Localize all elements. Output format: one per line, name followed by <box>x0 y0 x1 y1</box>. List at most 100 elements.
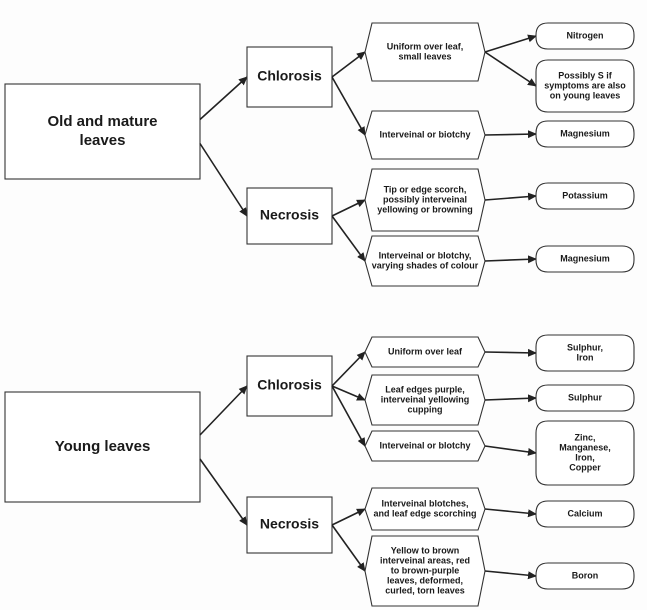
symptom-to-result-arrow <box>484 34 537 53</box>
symptom-label-line: Uniform over leaf <box>388 346 463 356</box>
root-to-branch-arrow <box>199 385 248 436</box>
symptom-label: Uniform over leaf,small leaves <box>387 41 464 61</box>
result-label: Nitrogen <box>567 30 604 40</box>
result-box <box>535 562 635 590</box>
root-label-line: Old and mature <box>47 113 157 130</box>
symptom-to-result-arrow <box>484 570 537 580</box>
root-to-branch-arrow <box>199 76 248 121</box>
symptom-box <box>364 430 486 462</box>
symptom-box <box>364 374 486 426</box>
result-box <box>535 22 635 50</box>
symptom-to-result-arrow <box>484 348 537 357</box>
branch-box <box>246 496 333 554</box>
result-label-line: on young leaves <box>550 90 621 100</box>
result-box <box>535 334 635 372</box>
result-label-line: Possibly S if <box>558 70 613 80</box>
symptom-to-result-arrow <box>484 394 537 403</box>
branch-to-symptom-arrow <box>331 351 366 387</box>
root-label: Young leaves <box>55 438 151 455</box>
result-label-line: Iron <box>577 352 594 362</box>
symptom-label-line: to brown-purple <box>391 565 460 575</box>
symptom-label-line: curled, torn leaves <box>385 585 465 595</box>
root-to-branch-arrow <box>199 143 248 217</box>
symptom-to-result-arrow <box>484 445 537 456</box>
result-box <box>535 420 635 486</box>
result-label: Zinc,Manganese,Iron,Copper <box>559 432 611 472</box>
symptom-label: Interveinal blotches,and leaf edge scorc… <box>373 498 476 518</box>
result-box <box>535 245 635 273</box>
branch-to-symptom-arrow <box>331 524 366 572</box>
symptom-label-line: cupping <box>408 404 443 414</box>
branch-label: Necrosis <box>260 516 319 532</box>
symptom-box <box>364 110 486 160</box>
symptom-label: Interveinal or blotchy <box>379 440 470 450</box>
result-label-line: Magnesium <box>560 253 610 263</box>
result-label-line: Potassium <box>562 190 608 200</box>
result-label: Magnesium <box>560 128 610 138</box>
result-label-line: Nitrogen <box>567 30 604 40</box>
symptom-label-line: varying shades of colour <box>372 260 479 270</box>
result-box <box>535 384 635 412</box>
result-label-line: Manganese, <box>559 442 611 452</box>
result-box <box>535 500 635 528</box>
symptom-label-line: Leaf edges purple, <box>385 384 465 394</box>
result-box <box>535 120 635 148</box>
branch-box <box>246 355 333 417</box>
result-label: Potassium <box>562 190 608 200</box>
branch-label: Chlorosis <box>257 377 322 393</box>
result-label: Magnesium <box>560 253 610 263</box>
result-label-line: Sulphur, <box>567 342 603 352</box>
branch-to-symptom-arrow <box>331 508 366 526</box>
root-box <box>4 83 201 180</box>
result-label-line: Boron <box>572 570 599 580</box>
symptom-label: Interveinal or blotchy,varying shades of… <box>372 250 479 270</box>
symptom-to-result-arrow <box>484 255 537 264</box>
result-label-line: Zinc, <box>574 432 595 442</box>
result-label-line: Magnesium <box>560 128 610 138</box>
symptom-label-line: leaves, deformed, <box>387 575 463 585</box>
symptom-to-result-arrow <box>484 508 537 518</box>
branch-to-symptom-arrow <box>331 385 366 401</box>
branch-label: Necrosis <box>260 207 319 223</box>
symptom-label-line: interveinal yellowing <box>381 394 470 404</box>
symptom-to-result-arrow <box>484 51 537 87</box>
result-label-line: Copper <box>569 462 601 472</box>
result-label-line: symptoms are also <box>544 80 626 90</box>
symptom-box <box>364 22 486 82</box>
symptom-label-line: Interveinal blotches, <box>381 498 468 508</box>
symptom-to-result-arrow <box>484 192 537 201</box>
result-label-line: Iron, <box>575 452 595 462</box>
result-label-line: Sulphur <box>568 392 602 402</box>
result-label: Boron <box>572 570 599 580</box>
root-label: Old and mature leaves <box>47 113 157 149</box>
symptom-label-line: small leaves <box>398 51 451 61</box>
symptom-box <box>364 235 486 287</box>
symptom-label: Interveinal or biotchy <box>379 129 470 139</box>
symptom-label-line: yellowing or browning <box>377 204 473 214</box>
result-label: Sulphur,Iron <box>567 342 603 362</box>
result-label-line: Calcium <box>567 508 602 518</box>
result-box <box>535 59 635 113</box>
symptom-label-line: Tip or edge scorch, <box>384 184 467 194</box>
symptom-to-result-arrow <box>484 130 537 139</box>
symptom-label-line: Interveinal or biotchy <box>379 129 470 139</box>
branch-label: Chlorosis <box>257 68 322 84</box>
symptom-label-line: and leaf edge scorching <box>373 508 476 518</box>
root-label-line: leaves <box>80 132 126 149</box>
symptom-label-line: Interveinal or blotchy <box>379 440 470 450</box>
symptom-box <box>364 487 486 531</box>
branch-to-symptom-arrow <box>331 199 366 217</box>
result-label: Sulphur <box>568 392 602 402</box>
branch-to-symptom-arrow <box>331 385 366 447</box>
result-label: Calcium <box>567 508 602 518</box>
result-box <box>535 182 635 210</box>
root-label-line: Young leaves <box>55 438 151 455</box>
branch-to-symptom-arrow <box>331 215 366 262</box>
symptom-label-line: Uniform over leaf, <box>387 41 464 51</box>
symptom-label-line: Interveinal or blotchy, <box>379 250 472 260</box>
symptom-label-line: Yellow to brown <box>391 545 460 555</box>
